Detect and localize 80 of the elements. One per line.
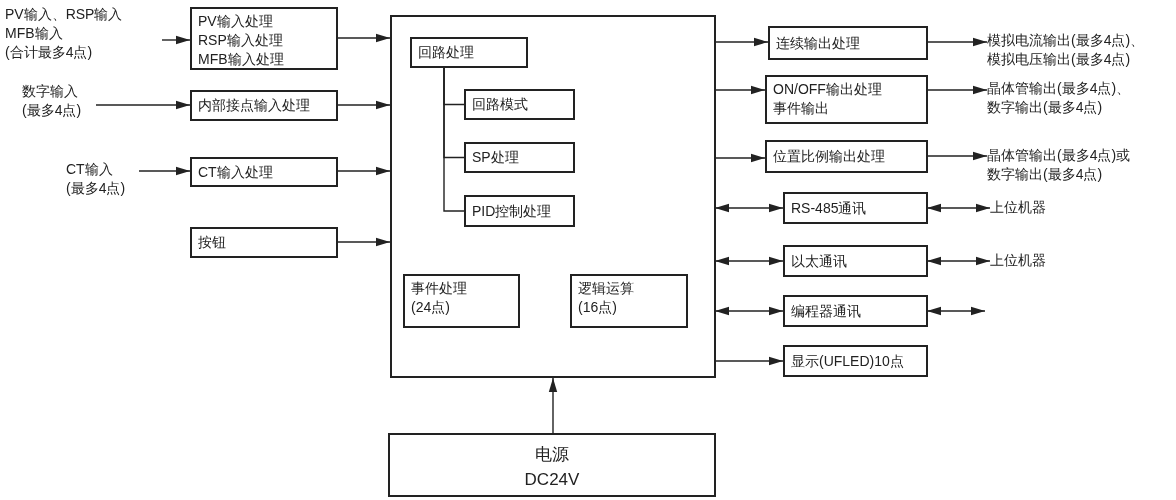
process-box	[464, 195, 575, 227]
box-text: PID控制处理	[472, 201, 552, 221]
box-text: (24点)	[411, 298, 451, 317]
box-text: MFB输入处理	[198, 50, 285, 69]
signal-label: 数字输出(最多4点)	[987, 98, 1104, 117]
box-text: ON/OFF输出处理	[773, 80, 883, 99]
process-box	[783, 192, 928, 224]
process-box	[768, 26, 928, 60]
box-text: 事件输出	[773, 99, 830, 118]
signal-label: 晶体管输出(最多4点)、	[987, 79, 1132, 98]
controller-box	[390, 15, 716, 378]
arrow	[138, 166, 191, 176]
process-box	[190, 157, 338, 187]
connector-line	[443, 67, 465, 212]
arrow	[548, 377, 558, 434]
signal-label: PV输入、RSP输入	[5, 5, 124, 24]
arrow	[714, 203, 784, 213]
box-text: 事件处理	[411, 279, 468, 298]
box-text: 位置比例输出处理	[773, 147, 885, 166]
signal-label: 数字输入	[22, 82, 79, 101]
process-box	[464, 89, 575, 120]
signal-label: (最多4点)	[66, 179, 127, 198]
arrow	[926, 306, 986, 316]
signal-label: (最多4点)	[22, 101, 83, 120]
arrow	[714, 356, 784, 366]
box-text: 按钮	[198, 233, 226, 252]
process-box	[765, 75, 928, 124]
box-text: 回路模式	[472, 95, 528, 114]
arrow	[926, 37, 988, 47]
signal-label: 模拟电压输出(最多4点)	[987, 50, 1132, 69]
arrow	[714, 153, 766, 163]
signal-label: 晶体管输出(最多4点)或	[987, 146, 1132, 165]
box-text: DC24V	[523, 469, 581, 491]
box-text: (16点)	[578, 298, 618, 317]
signal-label: 上位机器	[990, 251, 1047, 270]
arrow	[336, 166, 391, 176]
process-box	[570, 274, 688, 328]
power-supply-box	[388, 433, 716, 497]
process-box	[783, 345, 928, 377]
box-text: 逻辑运算	[578, 279, 635, 298]
arrow	[926, 256, 991, 266]
signal-label: 模拟电流输出(最多4点)、	[987, 31, 1146, 50]
arrow	[336, 100, 391, 110]
arrow	[714, 306, 784, 316]
process-box	[403, 274, 520, 328]
process-box	[410, 37, 528, 68]
arrow	[926, 151, 988, 161]
signal-label: 上位机器	[990, 198, 1047, 217]
arrow	[161, 35, 191, 45]
arrow	[336, 33, 391, 43]
signal-label: CT输入	[66, 160, 114, 179]
box-text: 连续输出处理	[776, 33, 860, 53]
box-text: 电源	[534, 444, 570, 466]
box-text: 内部接点输入处理	[198, 96, 310, 115]
signal-label: MFB输入	[5, 24, 64, 43]
process-box	[190, 227, 338, 258]
signal-label: (合计最多4点)	[5, 43, 94, 62]
process-box	[765, 140, 928, 173]
process-box	[190, 7, 338, 70]
box-text: 以太通讯	[791, 251, 847, 271]
box-text: 回路处理	[418, 43, 474, 62]
arrow	[926, 203, 991, 213]
box-text: PV输入处理	[198, 12, 274, 31]
arrow	[926, 85, 988, 95]
box-text: 显示(UFLED)10点	[791, 351, 904, 371]
box-text: 编程器通讯	[791, 301, 861, 321]
signal-label: 数字输出(最多4点)	[987, 165, 1104, 184]
arrow	[714, 37, 769, 47]
arrow	[95, 100, 191, 110]
box-text: CT输入处理	[198, 162, 273, 182]
process-box	[783, 295, 928, 327]
process-box	[783, 245, 928, 277]
box-text: RSP输入处理	[198, 31, 284, 50]
arrow	[714, 85, 766, 95]
process-box	[190, 90, 338, 121]
box-text: RS-485通讯	[791, 198, 867, 218]
process-box	[464, 142, 575, 173]
arrow	[336, 237, 391, 247]
box-text: SP处理	[472, 148, 519, 167]
arrow	[714, 256, 784, 266]
